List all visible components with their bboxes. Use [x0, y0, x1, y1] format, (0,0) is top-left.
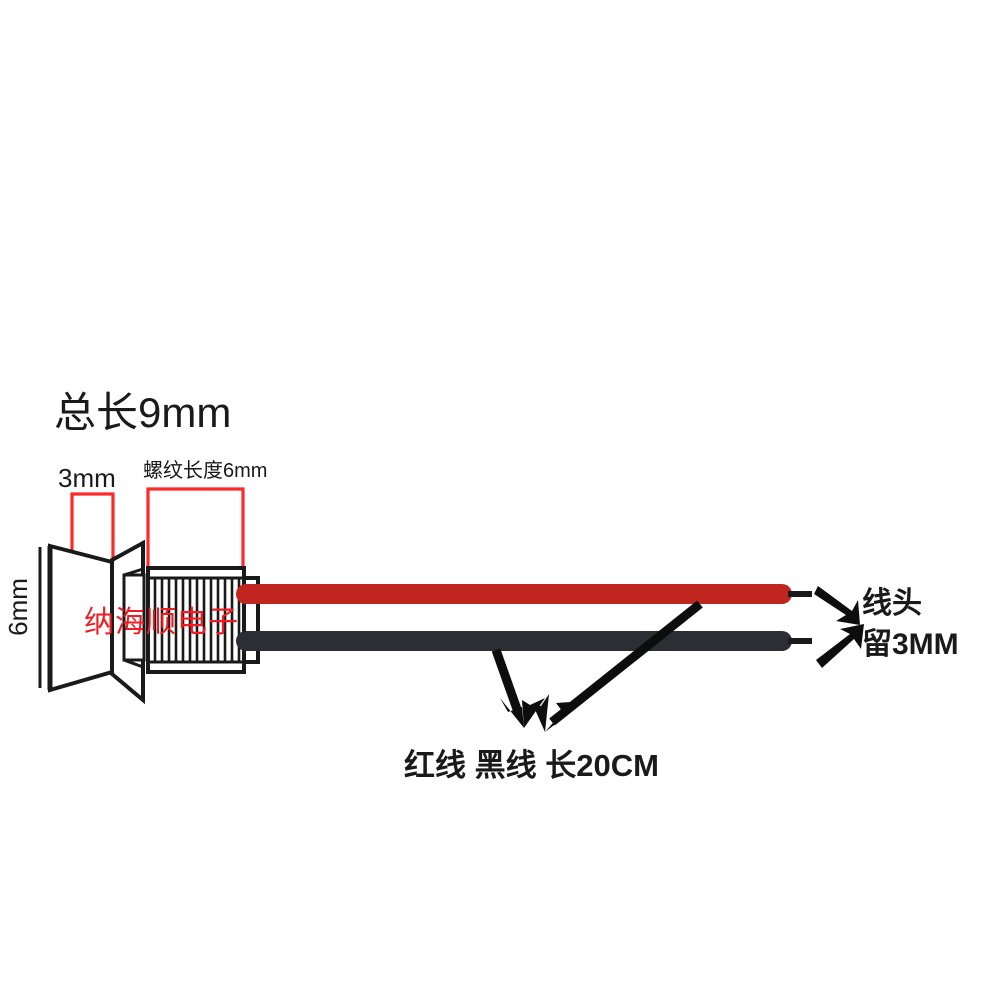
bezel-thickness-label: 3mm [58, 463, 116, 493]
wire-tip-arrow-icon [814, 586, 860, 625]
body-diameter-label: 6mm [2, 578, 33, 636]
thread-length-label: 螺纹长度6mm [143, 460, 268, 482]
wire-tip-label: 线头 [862, 587, 922, 620]
red-wire-callout-arrow-icon [533, 600, 703, 732]
threaded-body [146, 566, 246, 674]
wires-caption-label: 红线 黑线 长20CM [404, 748, 659, 783]
thread-dimension-bracket [146, 487, 245, 572]
wire-strip-length-label: 留3MM [862, 628, 959, 661]
brand-watermark: 纳海顺电子 [84, 606, 239, 639]
black-wire-callout-arrow-icon [491, 648, 545, 728]
total-length-label: 总长9mm [54, 389, 232, 436]
head-dimension-bracket [70, 492, 115, 560]
flange-collar [110, 539, 146, 705]
wire-strip-arrow-icon [816, 624, 864, 668]
